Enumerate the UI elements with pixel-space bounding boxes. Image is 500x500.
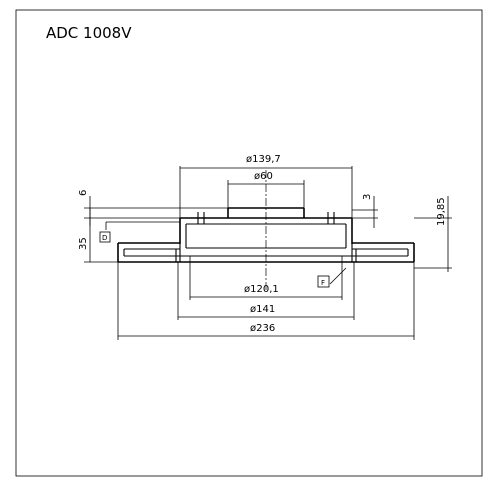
datum-flag-f: F [317,267,347,288]
dimension-d141: ø141 [177,262,355,320]
svg-text:35: 35 [78,237,89,250]
drawing-border [15,9,483,477]
part-number-title: ADC 1008V [46,24,132,42]
svg-text:F: F [321,279,325,287]
dimension-d120-1: ø120,1 [189,256,343,300]
svg-text:D: D [102,234,107,242]
dimension-height-3: 3 [352,194,378,228]
svg-text:ø141: ø141 [250,304,275,315]
datum-flag-d: D [99,221,180,243]
dimension-height-35: 35 [78,208,118,263]
svg-text:ø120,1: ø120,1 [244,284,279,295]
svg-text:6: 6 [78,190,89,196]
svg-text:ø139,7: ø139,7 [246,154,281,165]
dimension-d236: ø236 [117,262,415,340]
dimension-d139-7: ø139,7 [179,154,353,218]
disc-profile [117,207,415,263]
svg-text:19,85: 19,85 [436,197,447,226]
svg-text:ø60: ø60 [254,171,273,182]
dimension-height-19-85: 19,85 [414,196,452,272]
svg-text:ø236: ø236 [250,323,275,334]
dimension-d60: ø60 [227,171,305,208]
svg-text:3: 3 [362,194,373,200]
dimension-height-6: 6 [78,190,228,226]
